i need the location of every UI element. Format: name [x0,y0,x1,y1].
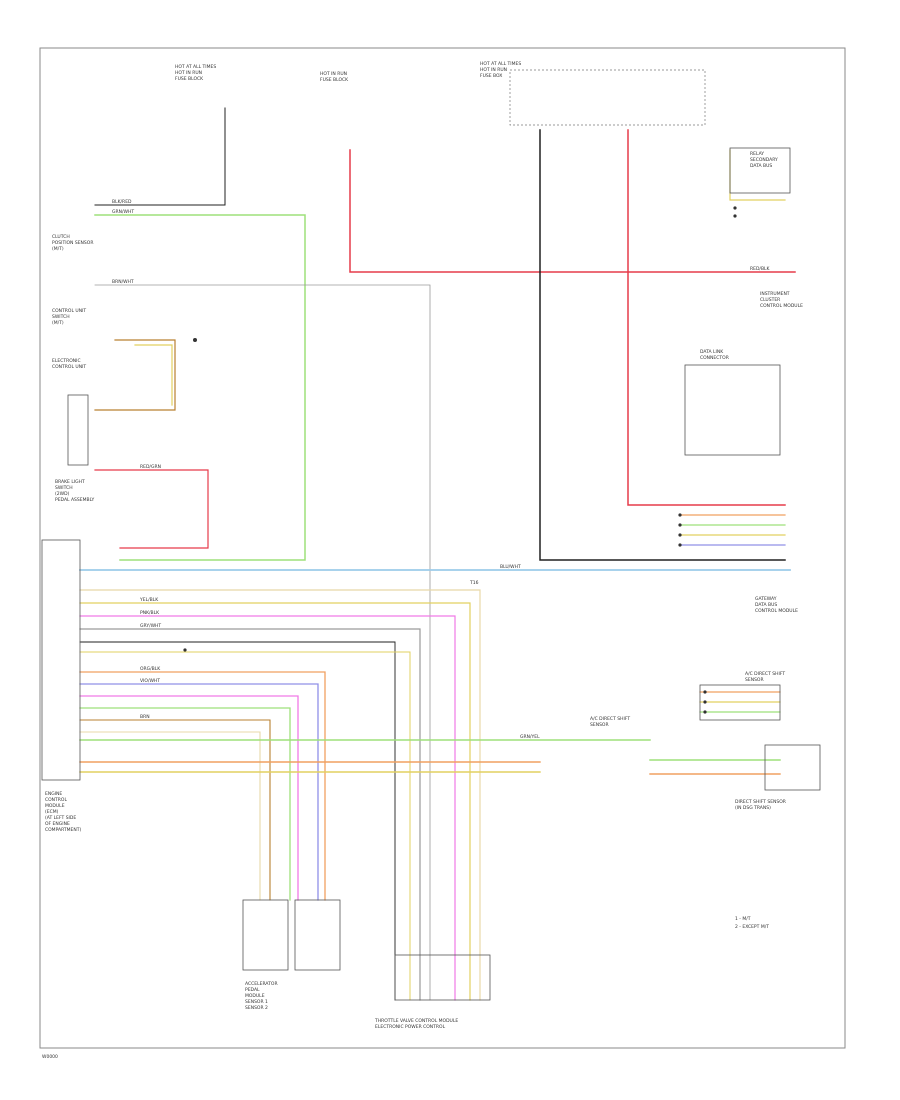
pin [733,214,737,218]
wire-label: GRN/WHT [112,209,134,215]
wire-label: BLU/WHT [500,564,521,570]
wire-grey-4 [79,628,421,1001]
pin [193,338,197,342]
wire-grey-mid [94,284,431,1001]
pins [183,206,737,714]
wire-tan-12 [79,731,261,901]
wire-green-top [94,214,306,561]
wire-green-10 [79,707,291,901]
legend-item: 1 - M/T [735,916,751,922]
wire-brown-clutch [94,339,176,411]
pin [183,648,187,652]
wire-yellow-6 [79,651,411,1001]
diagram-frame [39,47,846,1049]
wire-pink-3 [79,615,456,1001]
wire-red-main [349,149,796,273]
module-right-box [699,684,781,721]
pin [678,523,682,527]
wire-black-top-left [94,107,226,206]
legend: 1 - M/T 2 - EXCEPT M/T [735,916,769,930]
pin [678,533,682,537]
wire-pink-9 [79,695,299,901]
accel-sensor-1 [242,899,289,971]
instrument-cluster-box [729,147,791,194]
wire-label: RED/BLK [750,266,771,272]
wire-label: ORG/BLK [140,666,161,672]
direct-shift-box [764,744,821,791]
wire-label: PNK/BLK [140,610,160,616]
wire-label: YEL/BLK [139,597,159,603]
wires [79,107,796,1001]
wire-violet-8 [79,683,319,901]
wire-label: T16 [469,580,479,586]
wire-red-vertical [627,129,786,506]
wire-black-5 [79,641,396,1001]
pin [733,206,737,210]
components [41,69,821,1001]
wire-label: VIO/WHT [140,678,160,684]
throttle-body [394,954,491,1001]
pin [678,543,682,547]
wire-labels: BLK/RED GRN/WHT RED/BLK BRN/WHT BLU/WHT … [112,199,771,740]
data-link-box [684,364,781,456]
ecm-connector [41,539,81,781]
wire-yellow-2 [79,602,471,1001]
pin [703,710,707,714]
wire-label: GRY/WHT [140,623,161,629]
pin [703,690,707,694]
pin [678,513,682,517]
pin [703,700,707,704]
wire-yellow-clutch [134,344,173,406]
wire-label: BRN/WHT [112,279,134,285]
wire-label: GRN/YEL [520,734,540,740]
accel-sensor-2 [294,899,341,971]
fuse-box-top-right [509,69,706,126]
label-direct-shift-sensor: DIRECT SHIFT SENSOR(IN DSG TRANS) [735,799,786,811]
legend-item: 2 - EXCEPT M/T [735,924,769,930]
wire-brown-11 [79,719,271,901]
electronic-control-box [67,394,89,466]
wire-tan-1 [79,589,481,1001]
wire-red-brake [94,469,209,549]
wire-black-vertical [539,129,786,561]
wire-orange-7 [79,671,326,901]
wire-label: BLK/RED [112,199,132,205]
wire-label: BRN [140,714,150,720]
page-code: W0000 [42,1054,58,1060]
wire-label: RED/GRN [140,464,161,470]
